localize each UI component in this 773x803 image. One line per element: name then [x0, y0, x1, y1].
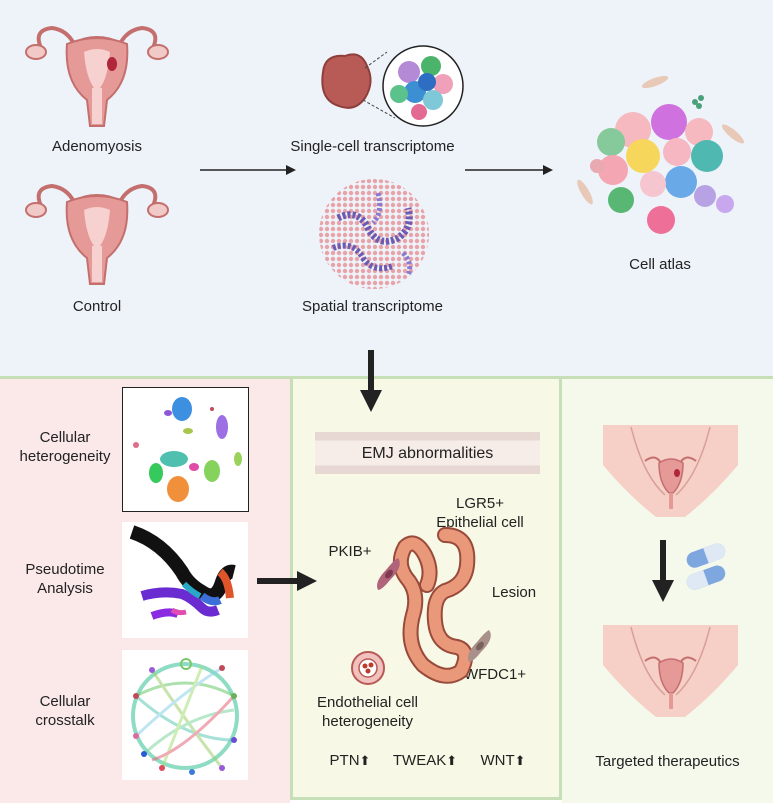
down-arrow-treatment — [652, 540, 674, 602]
emj-banner — [315, 432, 540, 474]
wfdc1-label: WFDC1+ — [463, 666, 527, 683]
wnt-up-icon: ⬆ — [514, 753, 526, 768]
lgr5-label: LGR5+ Epithelial cell — [436, 495, 524, 531]
pkib-label: PKIB+ — [328, 543, 372, 560]
wnt-text: WNT — [480, 752, 515, 769]
patient-pelvis-before-icon — [603, 425, 738, 517]
ptn-label: PTN⬆ — [320, 751, 380, 770]
cell-atlas-icon — [577, 75, 745, 234]
ptn-text: PTN — [329, 752, 360, 769]
targeted-therapeutics-label: Targeted therapeutics — [595, 753, 740, 770]
endothelial-label: Endothelial cell heterogeneity — [317, 694, 418, 730]
cellular-heterogeneity-label: Cellular heterogeneity — [19, 429, 111, 465]
wfdc1-cell-icon — [468, 630, 491, 662]
wnt-label: WNT⬆ — [472, 751, 534, 770]
arrow-to-methods — [200, 165, 296, 175]
emj-banner-label: EMJ abnormalities — [361, 445, 494, 462]
patient-pelvis-after-icon — [603, 625, 738, 717]
pseudotime-plot-icon — [122, 522, 248, 638]
lesion-label: Lesion — [491, 584, 537, 601]
arrow-to-atlas — [465, 165, 553, 175]
cellular-crosstalk-label: Cellular crosstalk — [35, 693, 95, 729]
tweak-up-icon: ⬆ — [446, 753, 458, 768]
tweak-text: TWEAK — [392, 752, 447, 769]
control-uterus-icon — [25, 183, 169, 285]
down-arrow-top — [360, 350, 382, 412]
single-cell-icon — [321, 45, 464, 127]
crosstalk-network-icon — [122, 650, 248, 780]
ptn-up-icon: ⬆ — [359, 753, 371, 768]
adenomyosis-label: Adenomyosis — [51, 138, 143, 155]
arrow-to-middle — [257, 571, 317, 591]
spatial-transcriptome-icon — [319, 179, 429, 289]
umap-plot-icon — [122, 387, 249, 512]
spatial-label: Spatial transcriptome — [302, 298, 443, 315]
pills-icon — [686, 543, 726, 590]
tweak-label: TWEAK⬆ — [385, 751, 465, 770]
endothelial-vessel-icon — [351, 651, 385, 685]
control-label: Control — [72, 298, 122, 315]
pseudotime-label: Pseudotime Analysis — [25, 561, 105, 597]
cell-atlas-label: Cell atlas — [629, 256, 691, 273]
single-cell-label: Single-cell transcriptome — [290, 138, 455, 155]
pkib-cell-icon — [377, 558, 400, 590]
lesion-gland-icon — [392, 527, 476, 684]
adenomyosis-uterus-icon — [25, 25, 169, 127]
